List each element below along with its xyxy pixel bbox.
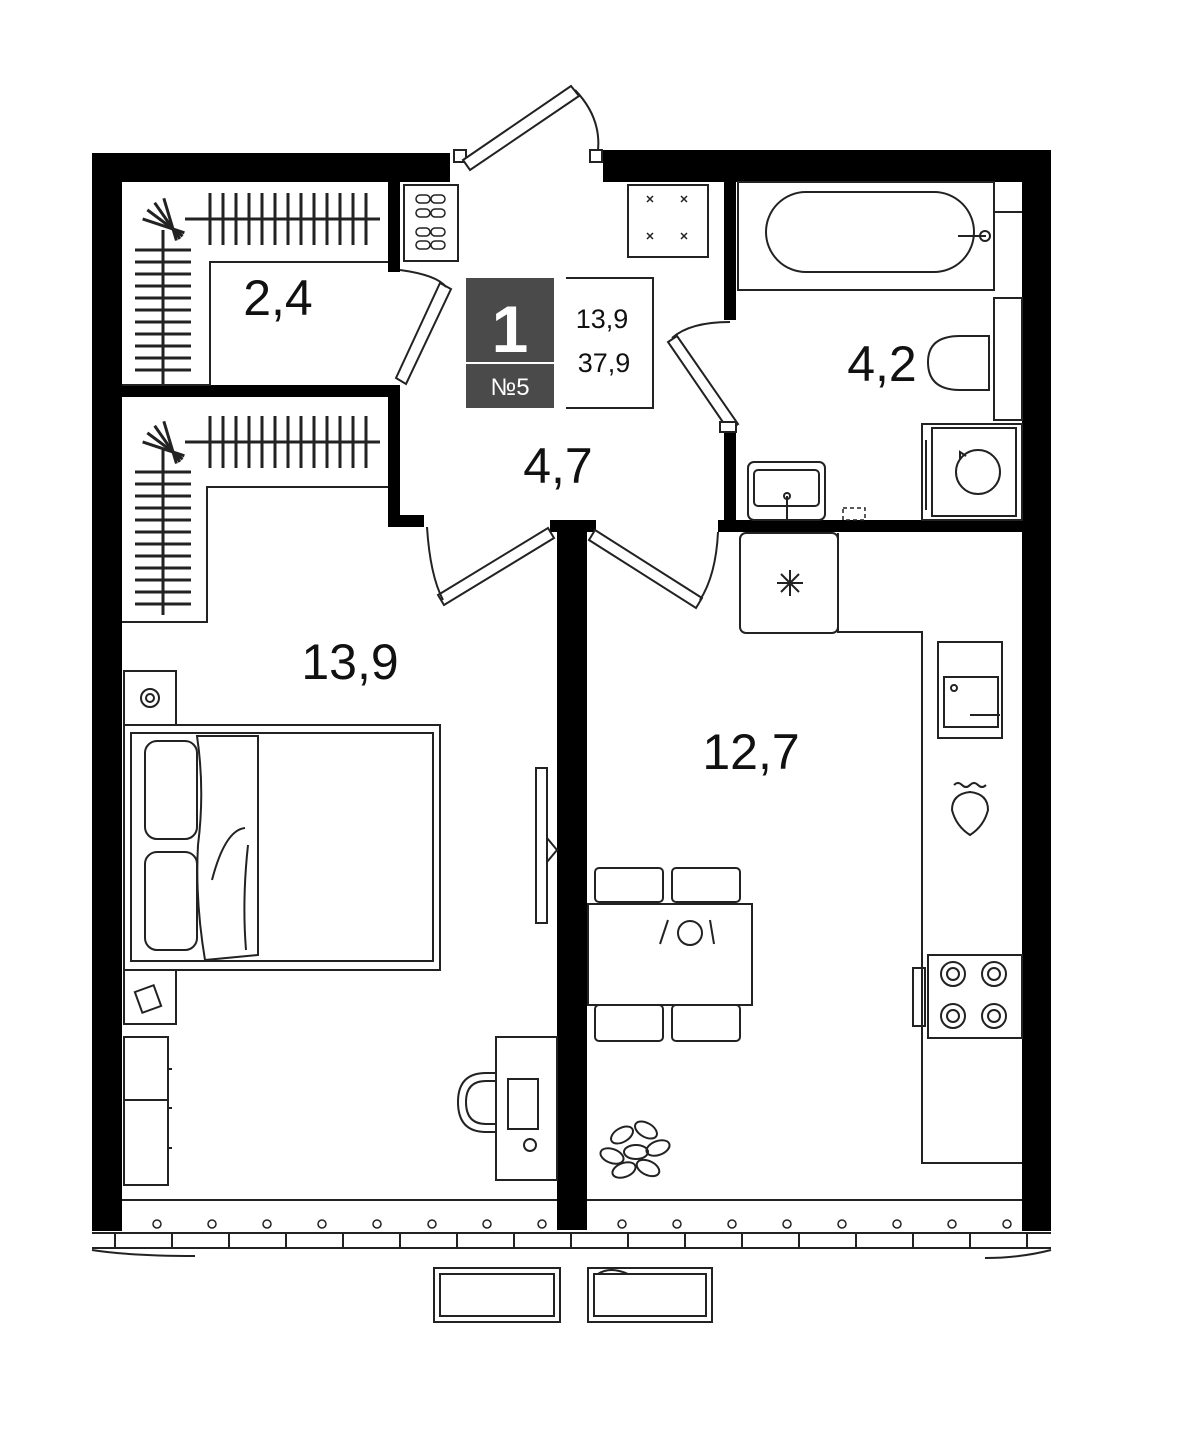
desk-icon xyxy=(456,1036,558,1181)
washing-machine-icon xyxy=(921,423,1023,521)
apartment-number: №5 xyxy=(490,374,529,401)
oven-icon xyxy=(937,641,1003,739)
shoe-rack-icon xyxy=(403,184,459,262)
toilet-icon xyxy=(926,297,1023,421)
kitchen-sink-icon xyxy=(950,782,990,837)
entrance-door xyxy=(453,84,603,172)
bed-icon xyxy=(123,724,441,971)
bathtub-icon xyxy=(737,181,1022,291)
rooms-count: 1 xyxy=(492,292,529,366)
dining-table-icon xyxy=(587,867,753,1042)
apartment-badge: 1 №5 13,9 37,9 xyxy=(466,277,654,409)
electrical-panel-icon xyxy=(627,184,709,258)
hob-icon xyxy=(912,954,1023,1039)
plant-icon xyxy=(599,1120,671,1179)
sink-icon xyxy=(747,461,826,521)
tv-icon xyxy=(535,767,548,924)
walls xyxy=(92,150,1051,1231)
bathroom-area-label: 4,2 xyxy=(847,336,917,392)
windows xyxy=(91,1199,1052,1323)
wardrobe-area-label: 2,4 xyxy=(243,270,313,326)
total-area: 37,9 xyxy=(578,348,631,378)
hall-area-label: 4,7 xyxy=(523,438,593,494)
kitchen-area-label: 12,7 xyxy=(702,724,799,780)
nightstand-icon xyxy=(123,969,177,1025)
wardrobe xyxy=(122,193,388,386)
balcony-planter-icon xyxy=(433,1267,713,1323)
dresser-icon xyxy=(123,1036,172,1186)
hall xyxy=(394,184,740,610)
shoes-icon xyxy=(415,194,446,250)
nightstand-icon xyxy=(123,670,177,726)
living-area: 13,9 xyxy=(576,304,629,334)
kitchen xyxy=(587,532,1023,1179)
bedroom xyxy=(122,416,559,1186)
fridge-icon xyxy=(739,532,839,634)
bedroom-area-label: 13,9 xyxy=(301,634,398,690)
bathroom xyxy=(737,181,1023,521)
